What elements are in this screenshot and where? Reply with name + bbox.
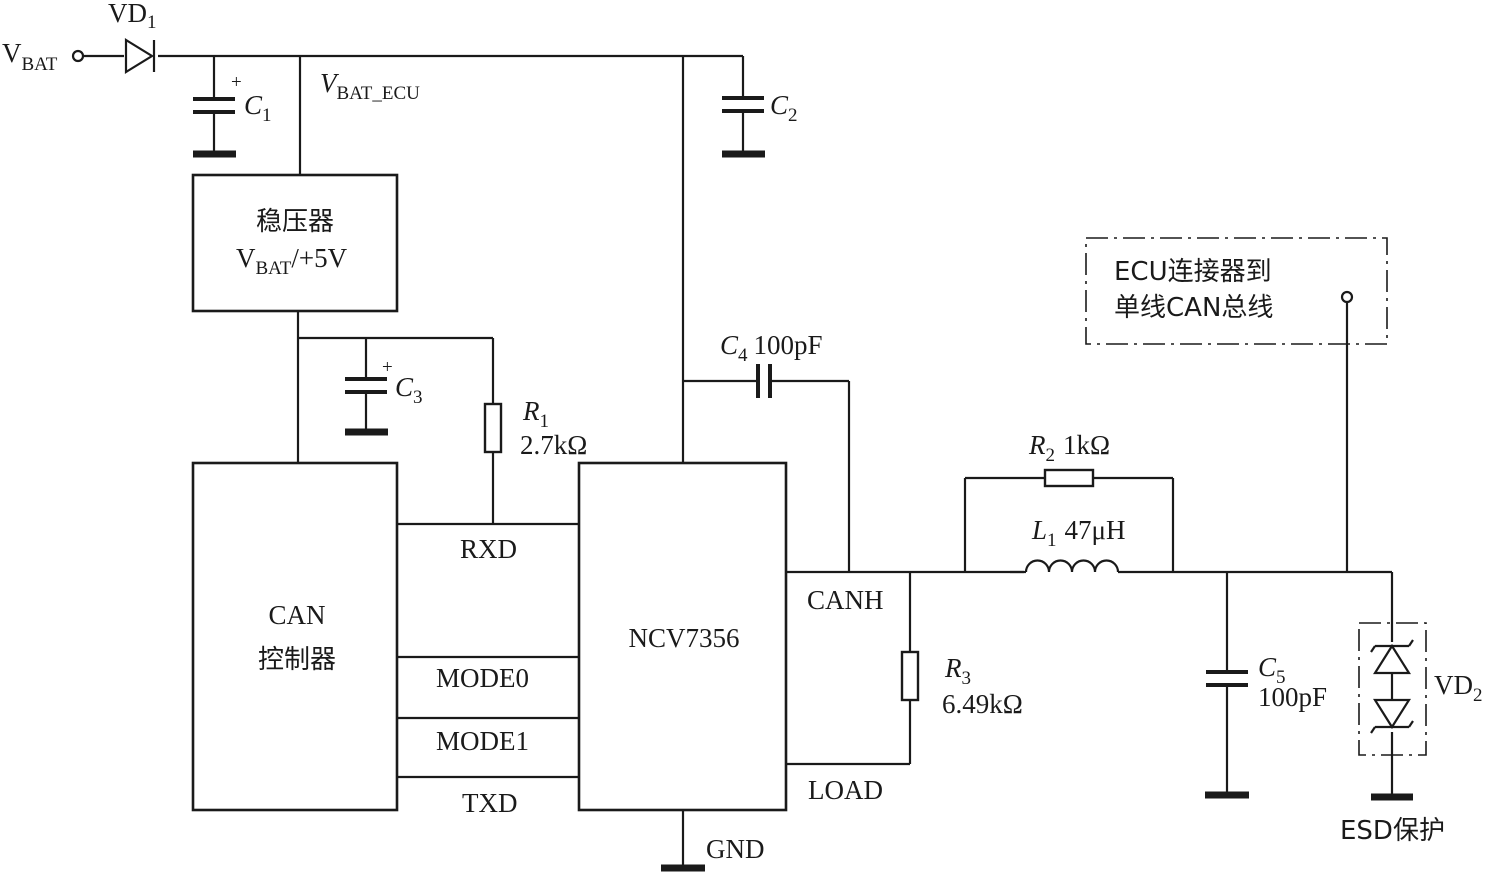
c3-label: C3	[395, 372, 423, 408]
regulator-block	[191, 173, 399, 313]
load-label: LOAD	[808, 775, 883, 805]
r3-label: R3	[944, 653, 971, 689]
ncv7356-block	[577, 461, 788, 812]
r1-value: 2.7kΩ	[520, 430, 587, 460]
canh-label: CANH	[807, 585, 884, 615]
mode1-label: MODE1	[436, 726, 529, 756]
vd2-esd-diode	[1358, 572, 1427, 801]
c3-capacitor	[345, 338, 388, 436]
signal-lines	[397, 522, 579, 779]
connector-stub	[1340, 290, 1354, 572]
r1-resistor	[483, 338, 503, 524]
transceiver-gnd	[661, 810, 705, 872]
l1-inductor	[1010, 552, 1120, 574]
top-supply-rail	[71, 49, 743, 63]
txd-label: TXD	[462, 788, 518, 818]
c4-capacitor	[683, 364, 851, 572]
can-controller-label-1: CAN	[268, 600, 325, 630]
vd1-diode	[124, 38, 156, 74]
ecu-connector-box	[1085, 237, 1388, 345]
connector-label-2: 单线CAN总线	[1114, 293, 1273, 323]
vbat-ecu-label: VBAT_ECU	[320, 68, 420, 104]
c5-value: 100pF	[1258, 682, 1327, 712]
vd1-label: VD1	[108, 0, 157, 33]
regulator-title: 稳压器	[256, 207, 334, 237]
can-controller-label-2: 控制器	[258, 645, 336, 675]
c2-label: C2	[770, 90, 798, 126]
r2-resistor	[963, 468, 1175, 572]
c1-plus: +	[231, 72, 242, 93]
c1-label: C1	[244, 90, 272, 126]
c5-capacitor	[1205, 572, 1249, 799]
transceiver-label: NCV7356	[628, 623, 739, 653]
can-controller-block	[191, 461, 399, 812]
r3-value: 6.49kΩ	[942, 689, 1023, 719]
c3-plus: +	[382, 357, 393, 378]
connector-label-1: ECU连接器到	[1114, 257, 1272, 287]
r1-label: R1	[522, 396, 549, 432]
gnd-label: GND	[706, 834, 765, 864]
vbat-label: VBAT	[2, 38, 58, 75]
c5-label: C5	[1258, 652, 1286, 688]
c2-capacitor	[722, 56, 765, 158]
esd-label: ESD保护	[1340, 816, 1445, 846]
rxd-label: RXD	[460, 534, 517, 564]
vbat-terminal	[71, 49, 85, 63]
regulator-rating: VBAT/+5V	[236, 243, 348, 279]
mode0-label: MODE0	[436, 663, 529, 693]
r3-resistor	[786, 572, 920, 766]
vd2-label: VD2	[1434, 670, 1483, 706]
5v-rail	[296, 311, 493, 463]
c1-capacitor	[193, 56, 236, 158]
